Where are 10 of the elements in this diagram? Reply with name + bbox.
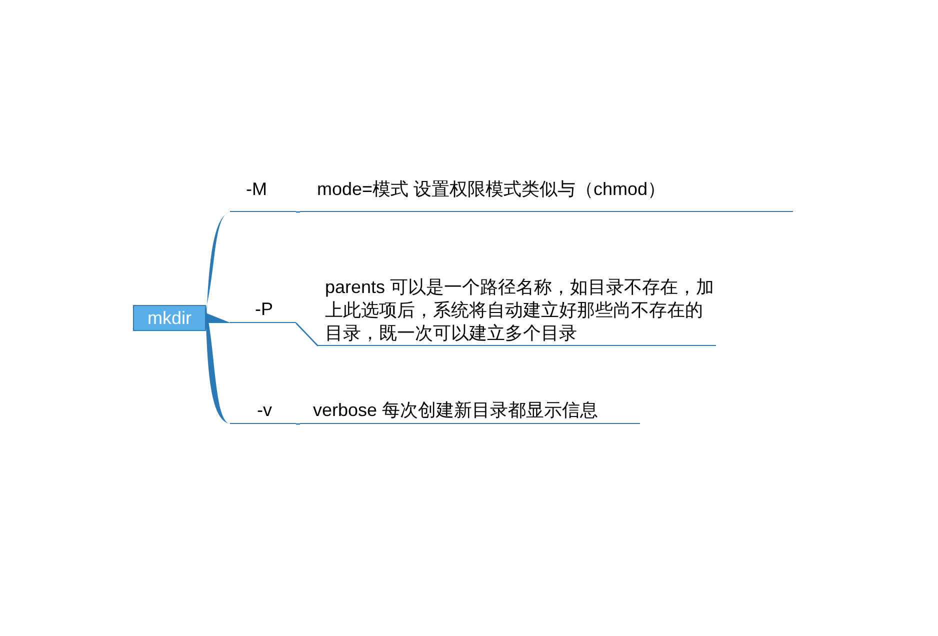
topic-text: -v [230, 399, 296, 424]
topic-text: mode=模式 设置权限模式类似与（chmod） [300, 178, 793, 212]
topic-text: verbose 每次创建新目录都显示信息 [300, 399, 640, 424]
topic-text: -M [230, 178, 296, 212]
connector-line [296, 322, 318, 346]
root-topic-box: mkdir [133, 305, 206, 331]
connector-line [296, 211, 300, 213]
topic-text: parents 可以是一个路径名称，如目录不存在，加上此选项后，系统将自动建立好那些尚不存在的目录，既一次可以建立多个目录 [318, 276, 716, 346]
connector-line [296, 423, 300, 425]
topic-text: -P [230, 298, 296, 323]
